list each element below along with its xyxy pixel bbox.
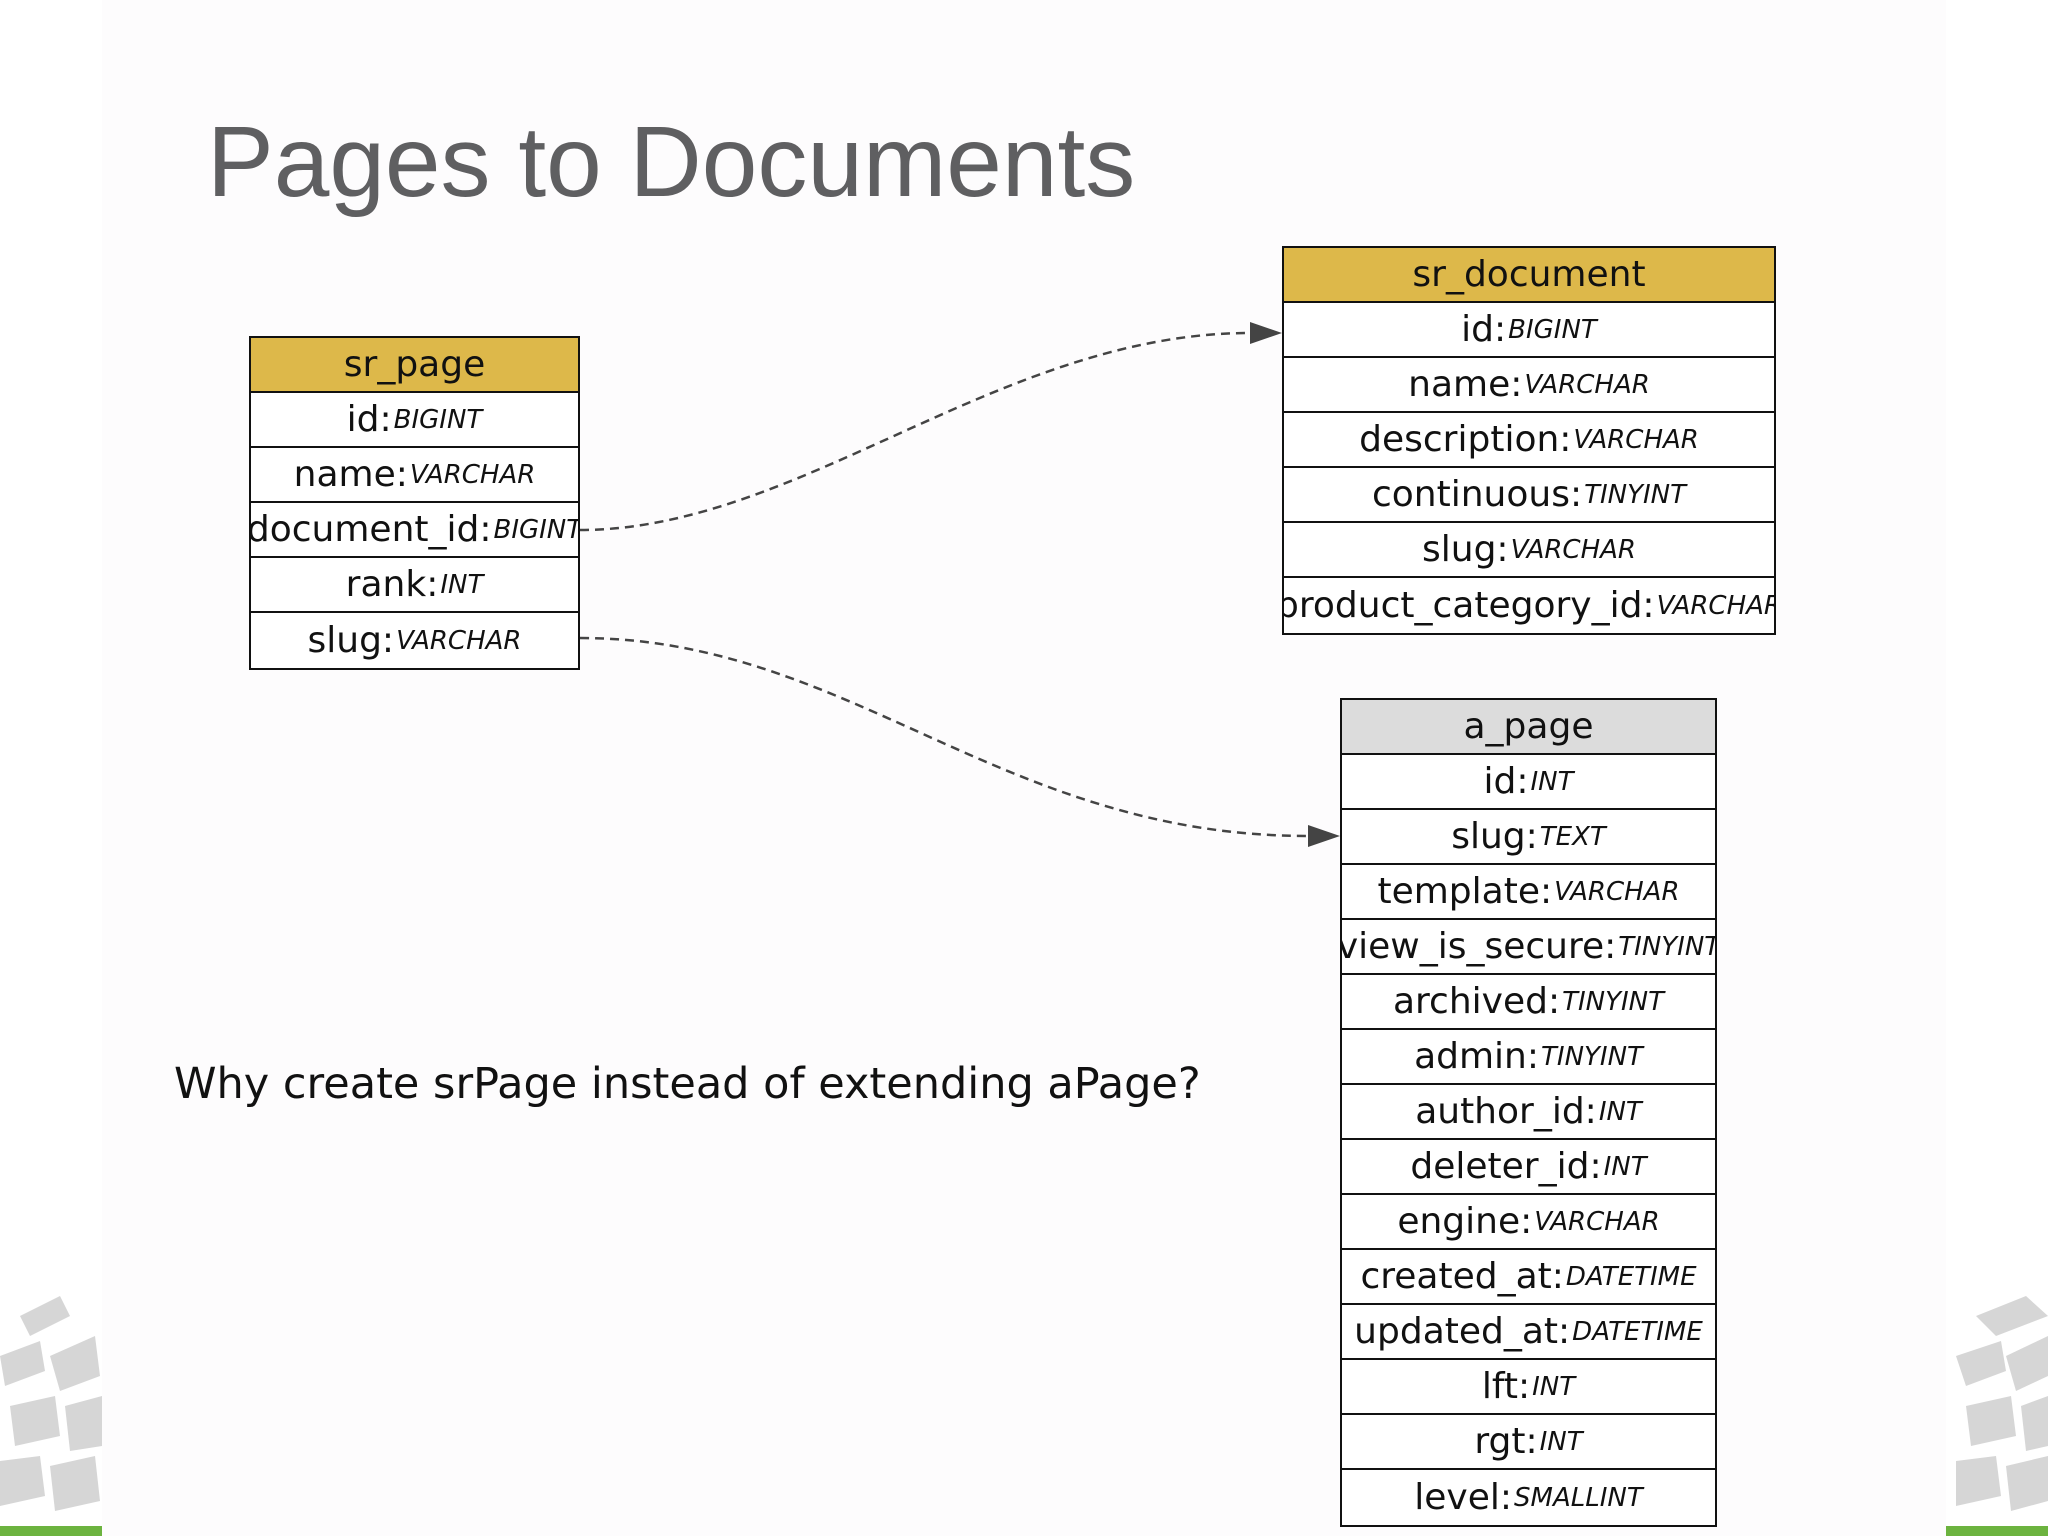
a-page-field-row: updated_at:DATETIME [1342,1305,1715,1360]
field-type: TINYINT [1618,931,1715,962]
sr-page-header: sr_page [251,338,578,393]
field-type: VARCHAR [1554,876,1680,907]
field-type: TEXT [1539,821,1606,852]
green-accent-bar-right [1946,1526,2048,1536]
field-type: TINYINT [1584,479,1686,510]
sr-document-field-row: id:BIGINT [1284,303,1774,358]
sr-document-field-row: name:VARCHAR [1284,358,1774,413]
field-name: admin: [1414,1036,1540,1077]
field-name: name: [1408,364,1523,405]
question-text: Why create srPage instead of extending a… [174,1059,1201,1109]
field-type: SMALLINT [1514,1482,1643,1513]
field-type: VARCHAR [409,459,536,490]
green-accent-bar-left [0,1526,102,1536]
field-type: VARCHAR [1656,590,1774,621]
sr-document-field-row: description:VARCHAR [1284,413,1774,468]
field-name: template: [1377,871,1553,912]
right-side-band [1946,0,2048,1536]
sr-page-field-row: document_id:BIGINT [251,503,578,558]
a-page-field-row: level:SMALLINT [1342,1470,1715,1525]
field-type: TINYINT [1541,1041,1643,1072]
field-name: engine: [1397,1201,1533,1242]
field-name: level: [1414,1477,1513,1518]
logo-icon-left [0,1296,102,1511]
sr-page-field-row: name:VARCHAR [251,448,578,503]
field-name: id: [1461,309,1507,350]
a-page-field-row: archived:TINYINT [1342,975,1715,1030]
field-name: id: [1483,761,1529,802]
a-page-field-row: template:VARCHAR [1342,865,1715,920]
field-name: id: [346,399,392,440]
field-name: rank: [345,564,439,605]
a-page-field-row: rgt:INT [1342,1415,1715,1470]
link-slug-to-a-page-slug [579,636,1309,838]
field-type: TINYINT [1562,986,1664,1017]
a-page-field-row: author_id:INT [1342,1085,1715,1140]
a-page-field-row: deleter_id:INT [1342,1140,1715,1195]
field-type: BIGINT [493,514,578,545]
field-type: INT [1598,1096,1642,1127]
sr-document-field-row: continuous:TINYINT [1284,468,1774,523]
field-name: slug: [1422,529,1509,570]
a-page-field-row: lft:INT [1342,1360,1715,1415]
field-type: DATETIME [1565,1261,1697,1292]
logo-icon-right [1956,1296,2048,1511]
field-type: INT [1539,1426,1583,1457]
field-name: archived: [1392,981,1561,1022]
a-page-field-row: engine:VARCHAR [1342,1195,1715,1250]
left-side-band [0,0,102,1536]
field-name: author_id: [1415,1091,1597,1132]
field-type: INT [1603,1151,1647,1182]
field-type: INT [1530,766,1574,797]
arrowhead-a-page-slug [1308,825,1340,847]
a-page-field-row: created_at:DATETIME [1342,1250,1715,1305]
a-page-field-row: view_is_secure:TINYINT [1342,920,1715,975]
field-name: name: [293,454,408,495]
sr-page-field-row: slug:VARCHAR [251,613,578,668]
field-type: DATETIME [1572,1316,1703,1347]
field-name: updated_at: [1354,1311,1571,1352]
field-type: VARCHAR [1534,1206,1660,1237]
field-name: document_id: [251,509,492,550]
a-page-field-row: admin:TINYINT [1342,1030,1715,1085]
sr-page-field-row: rank:INT [251,558,578,613]
field-name: slug: [307,620,395,661]
a-page-field-row: slug:TEXT [1342,810,1715,865]
field-name: lft: [1481,1366,1531,1407]
field-type: BIGINT [1508,314,1597,345]
field-name: slug: [1451,816,1538,857]
sr-page-field-row: id:BIGINT [251,393,578,448]
field-type: VARCHAR [1524,369,1650,400]
field-type: VARCHAR [1510,534,1636,565]
field-name: view_is_secure: [1342,926,1617,967]
sr-document-field-row: slug:VARCHAR [1284,523,1774,578]
sr-document-field-row: product_category_id:VARCHAR [1284,578,1774,633]
slide-title: Pages to Documents [207,106,1136,218]
field-name: created_at: [1360,1256,1564,1297]
a-page-header: a_page [1342,700,1715,755]
field-name: continuous: [1371,474,1583,515]
field-type: BIGINT [393,404,483,435]
field-name: rgt: [1474,1421,1538,1462]
field-type: INT [440,569,484,600]
field-name: description: [1359,419,1572,460]
field-type: INT [1532,1371,1576,1402]
link-document-id-to-sr-document-id [579,331,1251,532]
field-name: product_category_id: [1284,585,1655,626]
sr-document-header: sr_document [1284,248,1774,303]
field-type: VARCHAR [396,625,522,656]
arrowhead-sr-document-id [1250,322,1282,344]
a-page-field-row: id:INT [1342,755,1715,810]
field-name: deleter_id: [1410,1146,1602,1187]
field-type: VARCHAR [1573,424,1699,455]
